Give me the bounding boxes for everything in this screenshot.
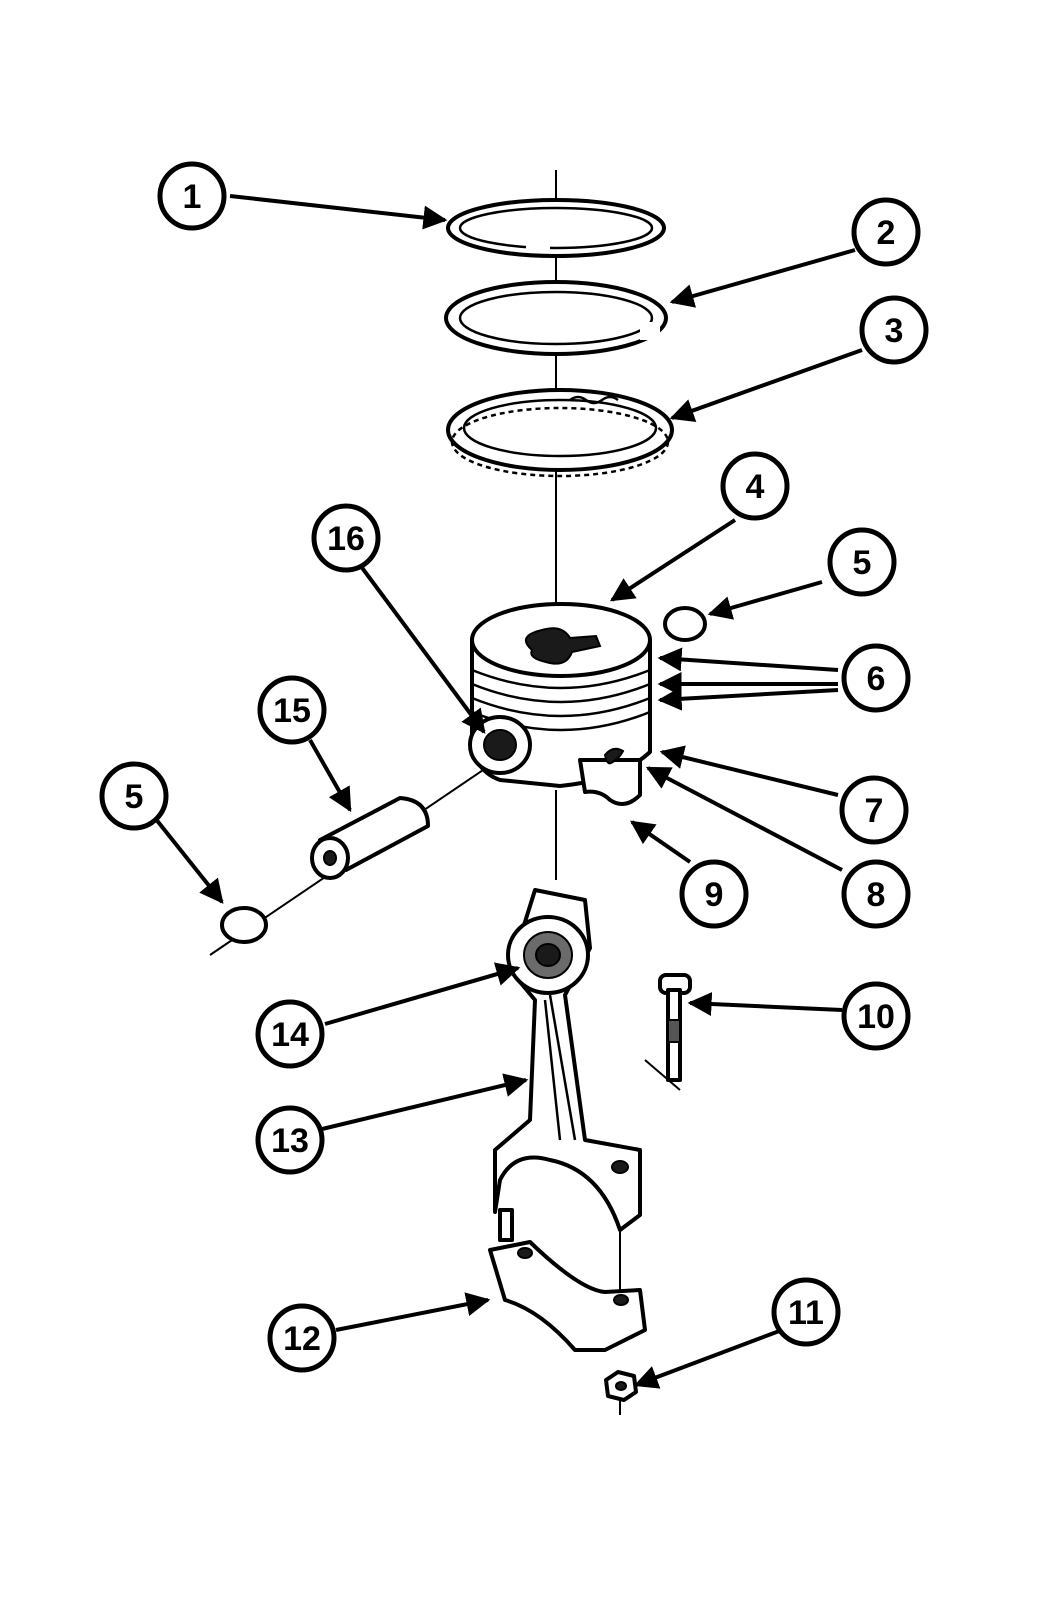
callout-10: 10 — [841, 981, 911, 1051]
svg-text:14: 14 — [271, 1016, 309, 1054]
callout-14: 14 — [255, 999, 325, 1069]
svg-text:15: 15 — [273, 692, 311, 730]
second-compression-ring — [444, 280, 668, 356]
rod-bolt — [658, 973, 692, 1082]
svg-text:9: 9 — [705, 876, 724, 914]
callout-15: 15 — [257, 675, 327, 745]
pin-retaining-ring-right — [663, 606, 707, 642]
callout-1: 1 — [157, 161, 227, 231]
svg-text:5: 5 — [853, 544, 872, 582]
rod-cap — [488, 1240, 647, 1352]
svg-text:6: 6 — [867, 660, 886, 698]
svg-text:3: 3 — [885, 312, 904, 350]
oil-control-ring — [446, 388, 674, 478]
connecting-rod — [493, 888, 642, 1242]
callout-2: 2 — [851, 197, 921, 267]
callout-3: 3 — [859, 295, 929, 365]
svg-text:11: 11 — [788, 1294, 824, 1332]
svg-text:7: 7 — [865, 792, 884, 830]
callout-7: 7 — [839, 775, 909, 845]
callout-4: 4 — [720, 451, 790, 521]
callout-12: 12 — [267, 1303, 337, 1373]
callout-16: 16 — [311, 503, 381, 573]
top-compression-ring — [446, 198, 666, 258]
leader-lines — [153, 194, 863, 1389]
callout-6: 6 — [841, 643, 911, 713]
svg-text:2: 2 — [877, 214, 896, 252]
svg-text:12: 12 — [283, 1320, 321, 1358]
callout-13: 13 — [255, 1105, 325, 1175]
svg-text:10: 10 — [857, 998, 895, 1036]
svg-text:4: 4 — [746, 468, 765, 506]
svg-text:5: 5 — [125, 778, 144, 816]
svg-text:8: 8 — [867, 876, 886, 914]
callout-5-right: 5 — [827, 527, 897, 597]
callout-5-left: 5 — [99, 761, 169, 831]
svg-text:16: 16 — [327, 520, 365, 558]
callout-9: 9 — [679, 859, 749, 929]
svg-text:13: 13 — [271, 1122, 309, 1160]
pin-retaining-ring-left — [220, 906, 268, 944]
svg-text:1: 1 — [183, 178, 202, 216]
rod-nut — [604, 1370, 638, 1402]
callout-8: 8 — [841, 859, 911, 929]
piston-pin — [310, 796, 430, 880]
callout-11: 11 — [771, 1277, 841, 1347]
